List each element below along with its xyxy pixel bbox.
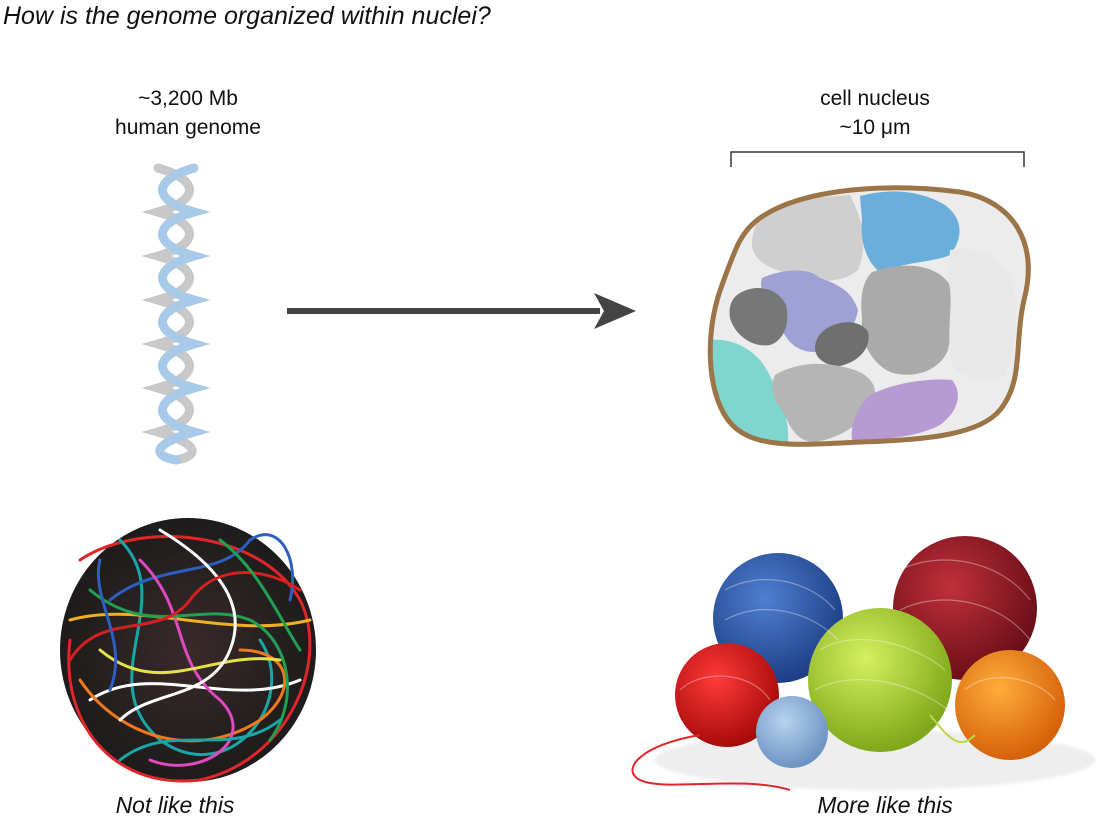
question-title: How is the genome organized within nucle…	[3, 2, 491, 30]
genome-name: human genome	[115, 116, 261, 139]
territory-lightgray	[751, 195, 864, 281]
territory-darkgray-2	[815, 322, 869, 366]
scale-bar	[730, 151, 1025, 167]
territory-gray-1	[861, 265, 954, 375]
territory-gray-2	[772, 363, 875, 442]
yarn-balls-image	[631, 536, 1095, 791]
dna-double-helix-icon	[141, 163, 211, 465]
territory-blue	[860, 191, 960, 272]
caption-more-like-this: More like this	[817, 792, 953, 818]
nucleus-label: cell nucleus ~10 μm	[775, 84, 975, 142]
territory-purple	[851, 379, 958, 440]
yarn-ball-red	[675, 643, 779, 747]
genome-size: ~3,200 Mb	[138, 87, 238, 110]
yarn-ball-lightblue	[756, 696, 828, 768]
nucleus-name: cell nucleus	[820, 87, 930, 110]
right-arrow-icon	[287, 293, 636, 329]
yarn-ball-green	[808, 608, 952, 752]
cell-nucleus	[707, 185, 1031, 447]
territory-darkgray-1	[729, 288, 788, 346]
territory-lightgray-2	[948, 248, 1017, 381]
caption-not-like-this: Not like this	[115, 792, 235, 818]
nucleus-size: ~10 μm	[839, 116, 911, 139]
genome-label: ~3,200 Mb human genome	[88, 84, 288, 142]
tangled-yarn-ball-image	[60, 518, 316, 783]
yarn-ball-orange	[955, 650, 1065, 760]
